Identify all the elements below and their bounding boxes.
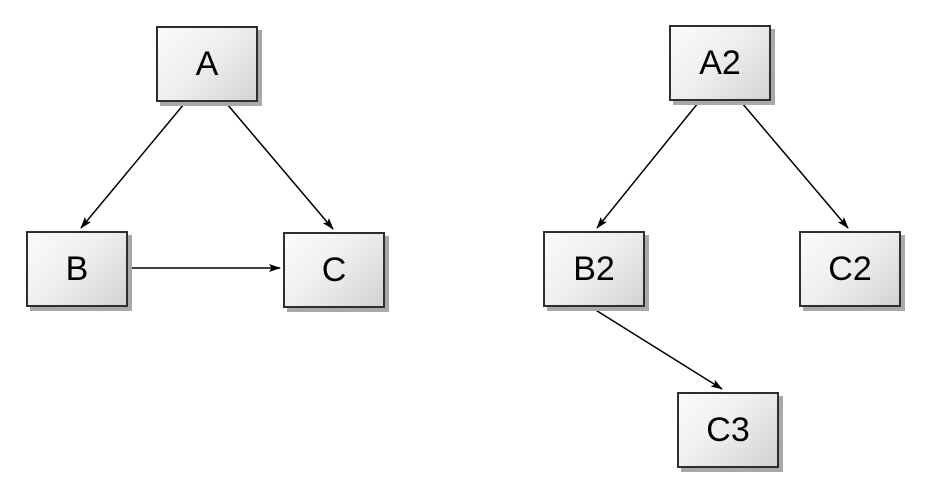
node-C-label: C: [321, 251, 347, 289]
node-C3-label: C3: [706, 411, 750, 449]
node-B2-label: B2: [573, 250, 615, 288]
node-A-label: A: [195, 45, 219, 83]
edge-A2-C2: [741, 102, 849, 229]
node-C2[interactable]: C2: [799, 231, 901, 307]
node-A2[interactable]: A2: [669, 25, 771, 101]
edge-A-C: [226, 103, 334, 230]
node-C3[interactable]: C3: [677, 392, 779, 468]
node-C[interactable]: C: [283, 232, 385, 308]
edge-B2-C3: [593, 308, 723, 390]
node-A[interactable]: A: [156, 26, 258, 102]
node-A2-label: A2: [699, 44, 741, 82]
node-C2-label: C2: [828, 250, 872, 288]
node-B2[interactable]: B2: [543, 231, 645, 307]
edge-A-B: [80, 103, 185, 229]
node-B-label: B: [65, 250, 89, 288]
node-B[interactable]: B: [26, 231, 128, 307]
edge-A2-B2: [596, 102, 699, 229]
